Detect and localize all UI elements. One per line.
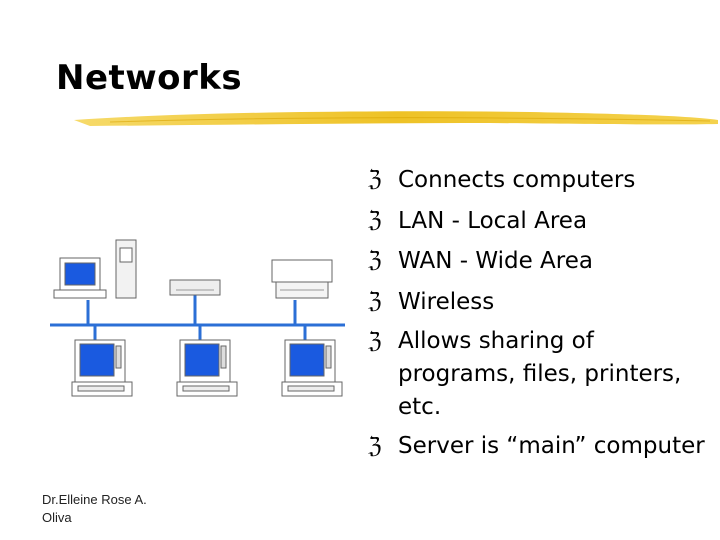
network-diagram xyxy=(50,239,345,397)
hub-icon xyxy=(169,279,221,296)
z-bullet-icon: ℨ xyxy=(368,167,382,192)
workstation-icon xyxy=(71,339,133,397)
z-bullet-icon: ℨ xyxy=(368,207,382,233)
title-brush-underline xyxy=(74,111,718,126)
workstation-icon xyxy=(281,339,343,397)
slide-title: Networks xyxy=(56,58,243,98)
workstation-icon xyxy=(53,239,137,299)
author-footer: Dr.Elleine Rose A. Oliva xyxy=(42,492,147,525)
printer-icon xyxy=(271,259,333,299)
z-bullet-icon: ℨ xyxy=(368,248,382,273)
network-cables xyxy=(50,295,345,340)
workstation-icon xyxy=(176,339,238,397)
z-bullet-icon: ℨ xyxy=(368,434,382,459)
z-bullet-icon: ℨ xyxy=(368,288,382,314)
z-bullet-icon: ℨ xyxy=(368,329,382,354)
